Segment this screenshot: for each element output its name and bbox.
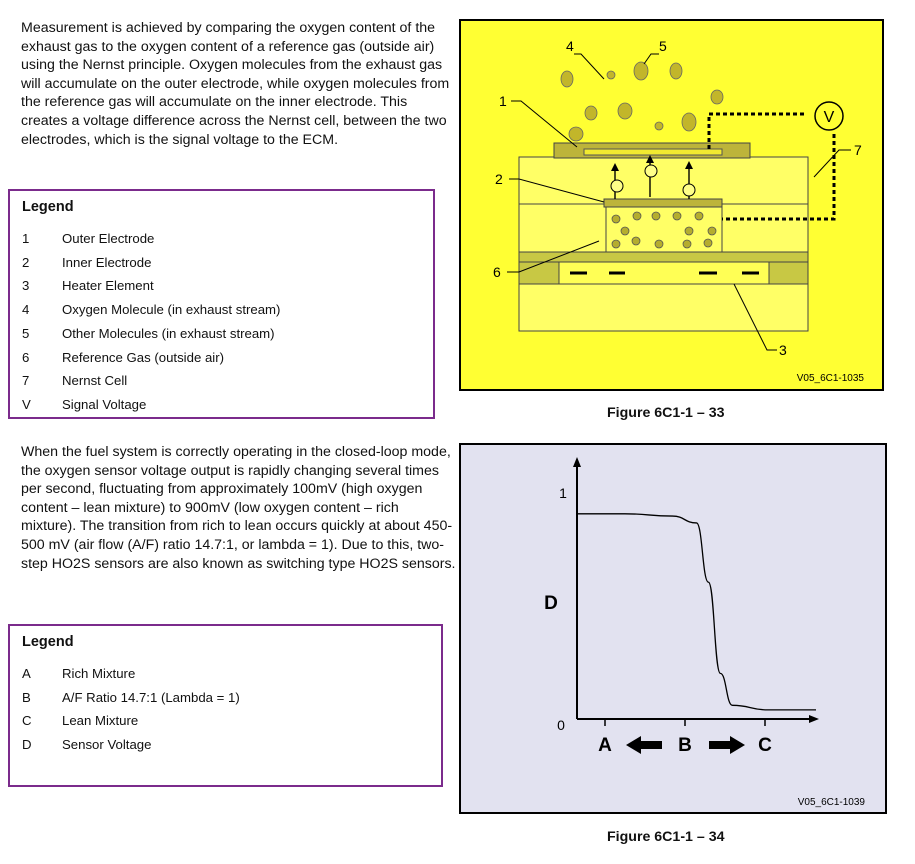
- y-tick-label: 0: [557, 717, 565, 733]
- nernst-cell-diagram: V 4 5 1 2 6 3 7 V05_6C1-1035: [459, 19, 884, 391]
- legend-key: B: [22, 689, 31, 705]
- legend-label: Oxygen Molecule (in exhaust stream): [62, 302, 281, 318]
- figure-code: V05_6C1-1035: [797, 373, 865, 384]
- callout-7: 7: [854, 142, 862, 158]
- x-category-label: C: [758, 735, 772, 756]
- x-category-label: A: [598, 735, 612, 756]
- legend-row: 4 Oxygen Molecule (in exhaust stream): [22, 302, 280, 317]
- legend-row: C Lean Mixture: [22, 713, 138, 728]
- legend-label: Reference Gas (outside air): [62, 349, 224, 365]
- legend-key: 6: [22, 349, 30, 365]
- legend-label: Sensor Voltage: [62, 737, 152, 753]
- exhaust-molecules: [560, 61, 724, 142]
- callout-4: 4: [566, 38, 574, 54]
- legend-row: 2 Inner Electrode: [22, 255, 151, 270]
- legend-key: D: [22, 737, 32, 753]
- callout-2: 2: [495, 171, 503, 187]
- legend-row: D Sensor Voltage: [22, 737, 151, 752]
- callout-v: V: [824, 109, 835, 126]
- legend-key: 2: [22, 254, 30, 270]
- x-axis-arrow: [809, 715, 819, 723]
- figure-code: V05_6C1-1039: [798, 797, 866, 808]
- y-axis-arrow: [573, 457, 581, 467]
- callout-6: 6: [493, 264, 501, 280]
- legend-row: 1 Outer Electrode: [22, 231, 154, 246]
- legend-key: 4: [22, 302, 30, 318]
- voltmeter-icon: [814, 101, 844, 131]
- callout-3: 3: [779, 342, 787, 358]
- figure-33-panel: V 4 5 1 2 6 3 7 V05_6C1-1035: [459, 19, 884, 391]
- sensor-voltage-chart: A B C 0 1D V05_6C1-1039: [459, 443, 887, 814]
- legend-key: 1: [22, 231, 30, 246]
- legend-row: 5 Other Molecules (in exhaust stream): [22, 326, 275, 341]
- legend-row: 7 Nernst Cell: [22, 373, 127, 388]
- y-axis-label: D: [544, 593, 558, 614]
- legend-key: 7: [22, 373, 30, 389]
- legend-label: Rich Mixture: [62, 666, 136, 681]
- intro-paragraph: Measurement is achieved by comparing the…: [21, 20, 450, 148]
- legend-key: 5: [22, 325, 30, 341]
- legend-label: Heater Element: [62, 278, 154, 294]
- legend-key: A: [22, 666, 31, 681]
- y-tick-label: 1: [559, 485, 567, 501]
- legend-title: Legend: [22, 634, 74, 650]
- arrow-right-icon: [709, 736, 745, 754]
- legend-label: Other Molecules (in exhaust stream): [62, 325, 275, 341]
- legend-label: Inner Electrode: [62, 254, 152, 270]
- legend-label: Nernst Cell: [62, 373, 128, 389]
- legend-label: Outer Electrode: [62, 231, 155, 246]
- inner-electrode: [603, 198, 723, 208]
- figure-caption-34: Figure 6C1-1 – 34: [607, 829, 725, 845]
- chart-background: [459, 443, 887, 814]
- sensor-voltage-curve: [576, 513, 816, 711]
- legend-row: V Signal Voltage: [22, 397, 146, 412]
- legend-row: B A/F Ratio 14.7:1 (Lambda = 1): [22, 690, 240, 705]
- legend-title: Legend: [22, 199, 74, 215]
- arrow-left-icon: [626, 736, 662, 754]
- x-category-label: B: [678, 735, 692, 756]
- callout-1: 1: [499, 93, 507, 109]
- legend-key: C: [22, 713, 32, 729]
- legend-label: Signal Voltage: [62, 396, 147, 412]
- closed-loop-paragraph: When the fuel system is correctly operat…: [21, 444, 456, 572]
- legend-key: V: [22, 396, 31, 412]
- legend-label: Lean Mixture: [62, 713, 139, 729]
- callout-5: 5: [659, 38, 667, 54]
- legend-box-1: Legend 1 Outer Electrode 2 Inner Electrode 3…: [8, 189, 435, 419]
- legend-row: 6 Reference Gas (outside air): [22, 350, 224, 365]
- legend-label: A/F Ratio 14.7:1 (Lambda = 1): [62, 689, 240, 705]
- figure-caption-33: Figure 6C1-1 – 33: [607, 405, 725, 421]
- legend-row: 3 Heater Element: [22, 278, 154, 293]
- legend-key: 3: [22, 278, 30, 294]
- legend-row: A Rich Mixture: [22, 666, 135, 681]
